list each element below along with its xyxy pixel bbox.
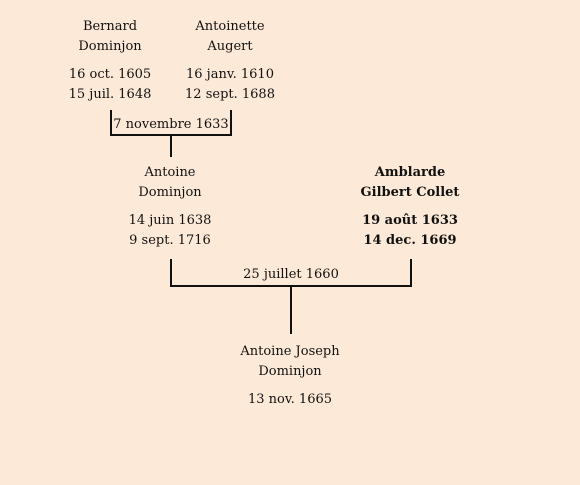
first-name: Amblarde: [374, 165, 446, 180]
death-date: 14 dec. 1669: [363, 233, 457, 248]
marriage-date-gen1: 7 novembre 1633: [113, 117, 229, 132]
person-bernard-dominjon: Bernard Dominjon 16 oct. 1605 15 juil. 1…: [60, 17, 160, 105]
person-antoinette-augert: Antoinette Augert 16 janv. 1610 12 sept.…: [175, 17, 285, 105]
birth-date: 13 nov. 1665: [247, 392, 333, 407]
connector-horizontal: [170, 285, 412, 287]
connector-descent: [170, 136, 172, 157]
connector-descent: [290, 287, 292, 334]
first-name: Antoine: [144, 165, 196, 180]
death-date: 12 sept. 1688: [185, 87, 275, 102]
birth-date: 16 janv. 1610: [186, 67, 274, 82]
marriage-date-gen2: 25 juillet 1660: [243, 267, 339, 282]
birth-date: 16 oct. 1605: [68, 67, 152, 82]
birth-date: 19 août 1633: [362, 213, 458, 228]
first-name: Bernard: [82, 19, 138, 34]
death-date: 15 juil. 1648: [68, 87, 152, 102]
first-name: Antoinette: [195, 19, 265, 34]
last-name: Dominjon: [138, 185, 202, 200]
first-name: Antoine Joseph: [240, 344, 340, 359]
death-date: 9 sept. 1716: [129, 233, 211, 248]
connector-right-vertical: [230, 110, 232, 136]
connector-left-vertical: [110, 110, 112, 136]
person-amblarde-gilbert-collet: Amblarde Gilbert Collet 19 août 1633 14 …: [350, 163, 470, 251]
last-name: Augert: [207, 39, 253, 54]
person-antoine-dominjon: Antoine Dominjon 14 juin 1638 9 sept. 17…: [115, 163, 225, 251]
person-antoine-joseph-dominjon: Antoine Joseph Dominjon 13 nov. 1665: [220, 342, 360, 410]
last-name: Gilbert Collet: [360, 185, 460, 200]
connector-horizontal: [110, 134, 232, 136]
connector-right-vertical: [410, 259, 412, 287]
birth-date: 14 juin 1638: [128, 213, 212, 228]
last-name: Dominjon: [258, 364, 322, 379]
connector-left-vertical: [170, 259, 172, 287]
last-name: Dominjon: [78, 39, 142, 54]
